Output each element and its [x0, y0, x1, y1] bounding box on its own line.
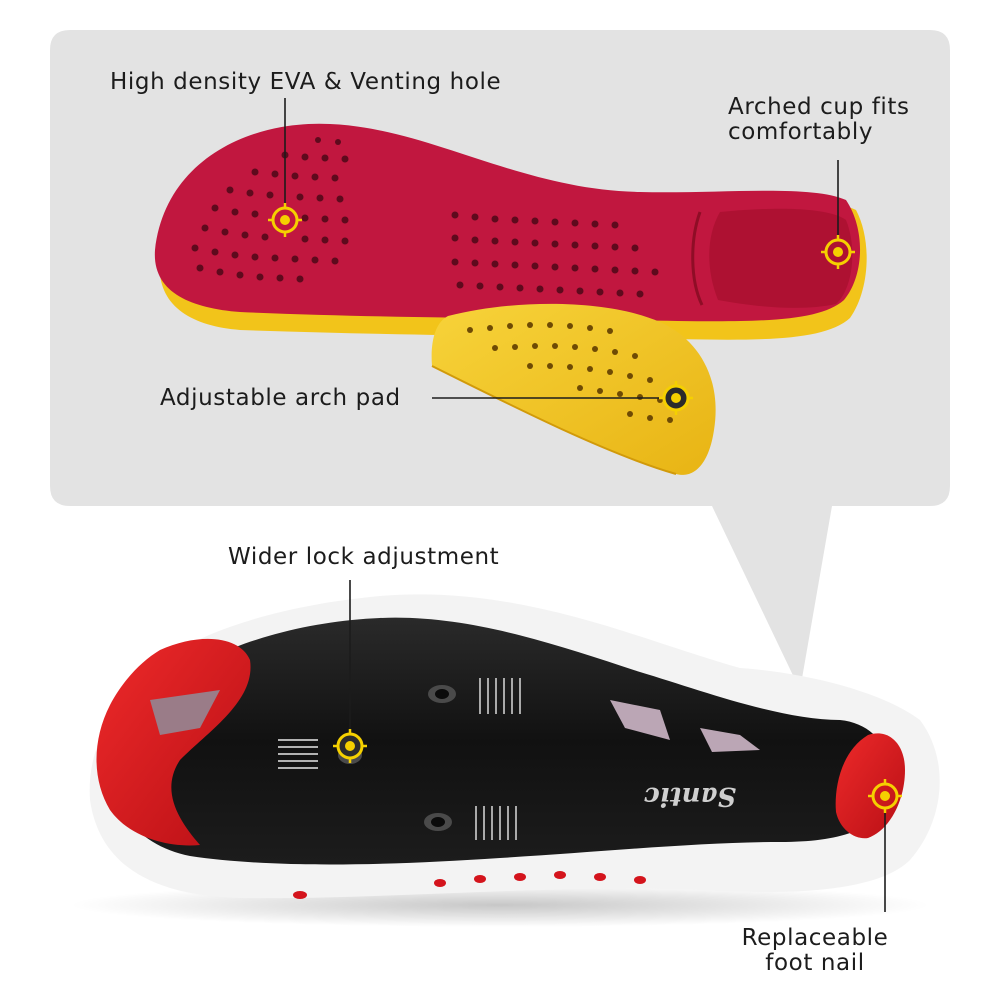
callout-foot-nail-line2: foot nail [765, 950, 865, 976]
callout-arched-cup-line2: comfortably [728, 119, 874, 145]
cycling-shoe: Santic [70, 594, 940, 927]
callout-arch-pad: Adjustable arch pad [160, 385, 401, 411]
arch-pad-holes [467, 322, 673, 423]
callout-lock-adjustment: Wider lock adjustment [228, 544, 500, 570]
leader-lines [284, 98, 886, 912]
cleat-insert-bottom [424, 813, 452, 831]
insole-top [154, 123, 861, 322]
arch-pad [431, 303, 716, 475]
callout-foot-nail-line1: Replaceable [741, 925, 889, 951]
target-marker-icon [821, 235, 855, 269]
callout-arched-cup: Arched cup fits comfortably [728, 95, 910, 145]
callout-eva-venting: High density EVA & Venting hole [110, 69, 502, 95]
target-marker-icon [868, 779, 902, 813]
cleat-insert-top [428, 685, 456, 703]
callout-arched-cup-line1: Arched cup fits [728, 94, 910, 120]
venting-holes [191, 137, 349, 283]
target-marker-icon [659, 381, 693, 415]
insole [154, 123, 867, 340]
callout-foot-nail: Replaceable foot nail [730, 926, 900, 976]
toe-bumper [96, 638, 251, 846]
adjustment-scale [278, 678, 521, 840]
arch-pad-body [431, 303, 716, 475]
midfoot-vent [610, 700, 670, 740]
heel-pad [835, 733, 905, 839]
target-marker-icon [333, 729, 367, 763]
brand-logo: Santic [644, 781, 736, 811]
carbon-sole [114, 617, 892, 865]
target-marker-icon [268, 203, 302, 237]
heel-cup [709, 208, 853, 308]
